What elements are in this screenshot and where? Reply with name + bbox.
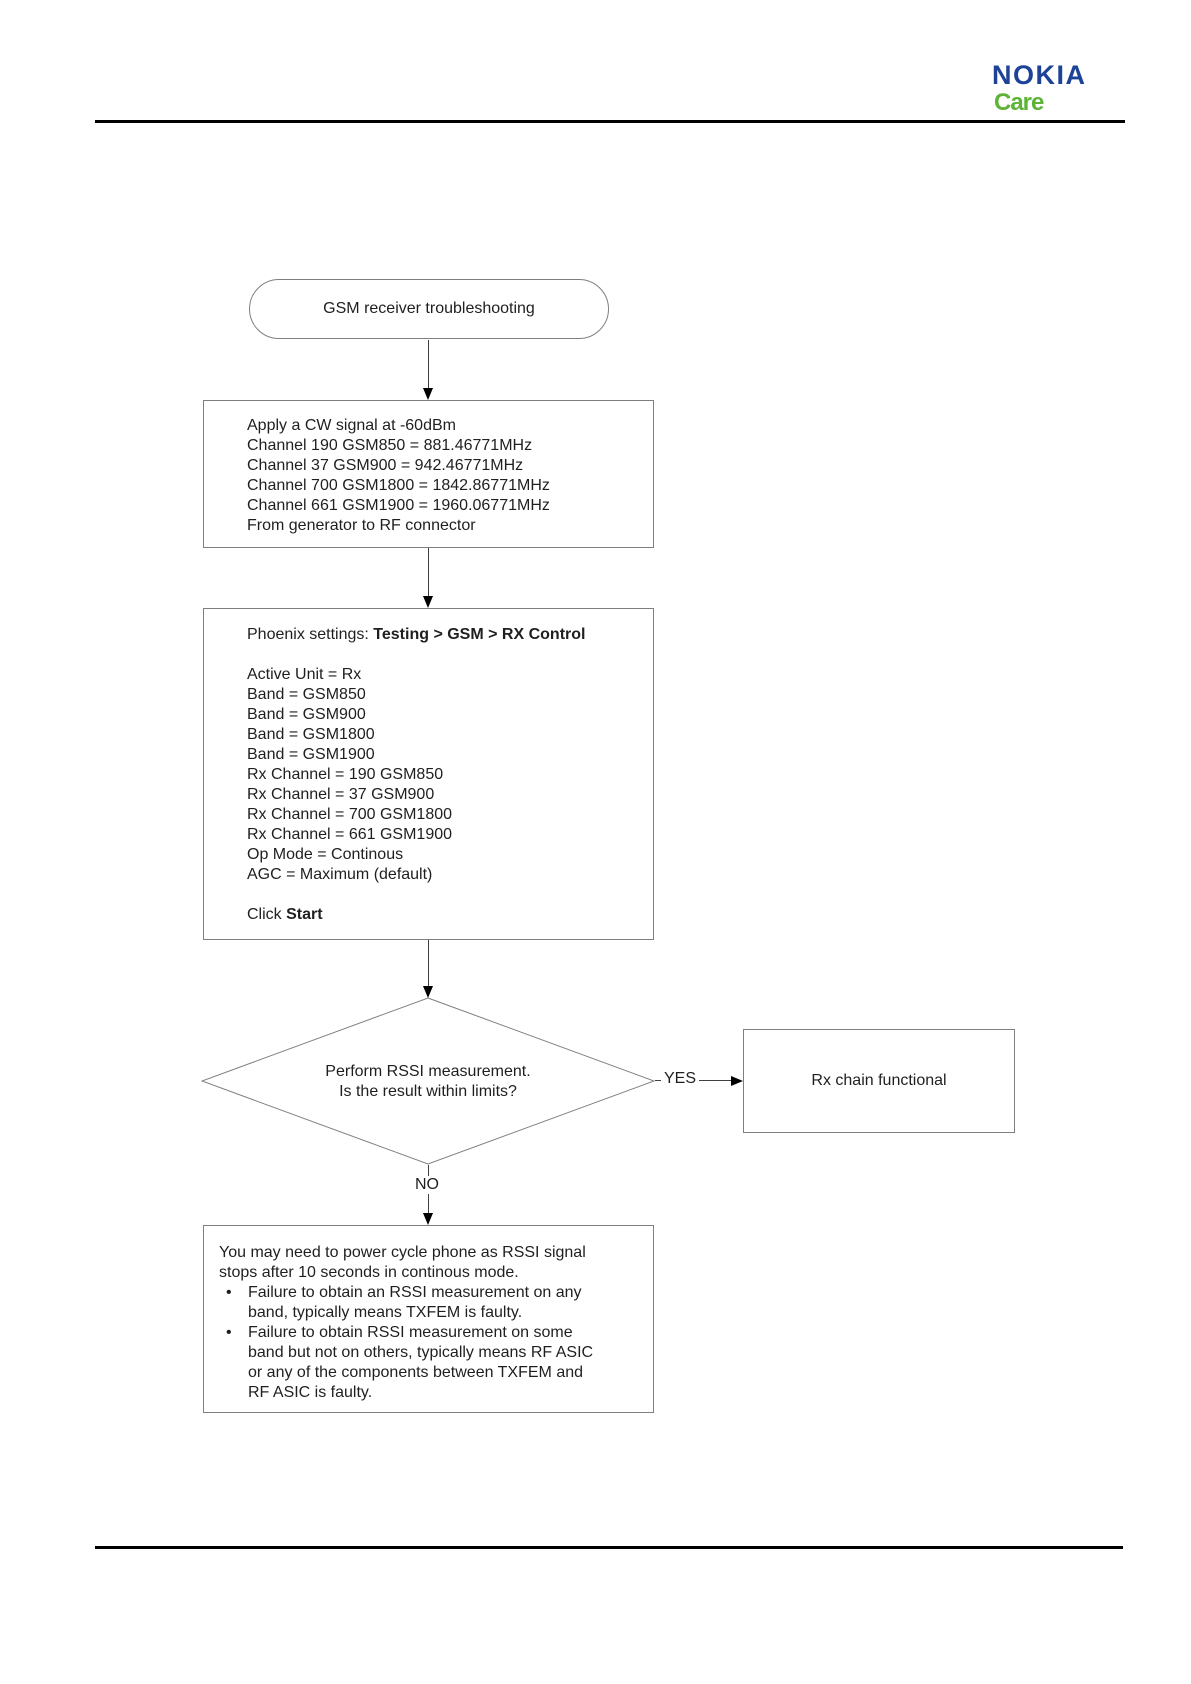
phoenix-heading-path: Testing > GSM > RX Control <box>373 626 586 643</box>
header-rule <box>95 120 1125 123</box>
decision-diamond <box>201 997 655 1165</box>
arrow-down-icon <box>423 596 433 608</box>
rx-chain-functional-label: Rx chain functional <box>811 1072 947 1089</box>
care-logo: Care <box>994 89 1044 116</box>
arrow-down-icon <box>423 986 433 998</box>
yes-branch-label: YES <box>661 1070 700 1088</box>
footer-rule <box>95 1546 1123 1549</box>
bullet-text: Failure to obtain RSSI measurement on so… <box>248 1324 594 1401</box>
nokia-logo: NOKIA <box>992 60 1087 90</box>
phoenix-heading-prefix: Phoenix settings: <box>247 626 374 643</box>
bullet-text: Failure to obtain an RSSI measurement on… <box>248 1284 582 1321</box>
no-branch-label: NO <box>412 1176 442 1194</box>
phoenix-heading: Phoenix settings: Testing > GSM > RX Con… <box>247 625 645 645</box>
bullet-icon: • <box>226 1284 232 1301</box>
arrow-down-icon <box>423 1213 433 1225</box>
connector-line <box>428 548 429 596</box>
failure-analysis-box: You may need to power cycle phone as RSS… <box>203 1225 654 1413</box>
connector-line <box>428 340 429 388</box>
start-node-label: GSM receiver troubleshooting <box>323 300 535 317</box>
decision-label: Perform RSSI measurement.Is the result w… <box>325 1062 531 1100</box>
click-start-bold: Start <box>286 906 323 923</box>
list-item: • Failure to obtain an RSSI measurement … <box>219 1283 645 1323</box>
connector-line <box>428 940 429 986</box>
arrow-right-icon <box>731 1076 743 1086</box>
click-prefix: Click <box>247 906 287 923</box>
list-item: • Failure to obtain RSSI measurement on … <box>219 1323 645 1403</box>
click-start-line: Click Start <box>247 905 645 925</box>
rx-chain-functional-box: Rx chain functional <box>743 1029 1015 1133</box>
arrow-down-icon <box>423 388 433 400</box>
phoenix-box: Phoenix settings: Testing > GSM > RX Con… <box>203 608 654 940</box>
bullet-icon: • <box>226 1324 232 1341</box>
start-node: GSM receiver troubleshooting <box>249 279 609 339</box>
failure-intro: You may need to power cycle phone as RSS… <box>219 1244 586 1281</box>
